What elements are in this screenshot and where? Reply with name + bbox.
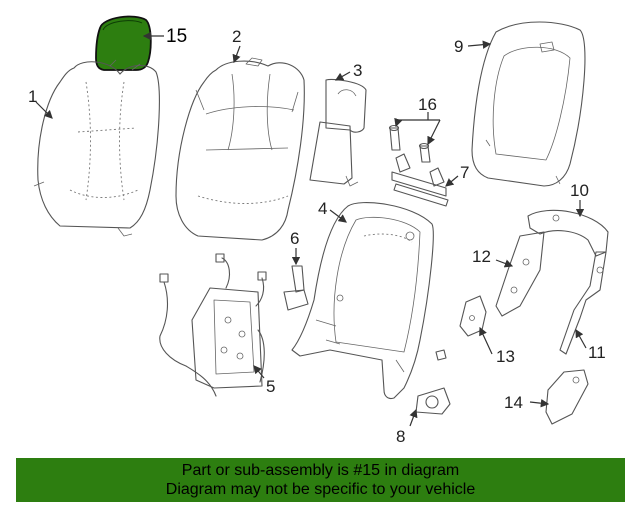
callout-5: 5 [266, 377, 275, 396]
callout-7: 7 [460, 163, 469, 182]
part-2-backrest-foam [175, 57, 305, 241]
notice-line-disclaimer: Diagram may not be specific to your vehi… [165, 481, 476, 498]
part-9-back-panel [471, 21, 586, 187]
leader-lines [35, 31, 587, 427]
part-14-bracket [545, 369, 589, 425]
callout-4: 4 [318, 199, 327, 218]
part-6-clip [283, 265, 309, 311]
part-10-side-frame [527, 209, 609, 355]
part-8-bushing [415, 349, 451, 415]
callout-13: 13 [496, 347, 515, 366]
part-15-headrest[interactable] [95, 15, 152, 71]
part-5-wiring-harness [159, 253, 267, 397]
callout-8: 8 [396, 427, 405, 446]
callout-6: 6 [290, 229, 299, 248]
notice-line-part: Part or sub-assembly is #15 in diagram [181, 462, 460, 479]
part-1-backrest-cover [33, 59, 160, 237]
part-16-guide-pins [388, 124, 431, 163]
highlight-notice-banner: Part or sub-assembly is #15 in diagram D… [16, 458, 625, 502]
callout-11: 11 [588, 343, 606, 362]
part-7-bracket [391, 153, 449, 207]
callout-14: 14 [504, 393, 523, 412]
callout-3: 3 [353, 61, 362, 80]
callout-15: 15 [166, 26, 187, 47]
part-13-mount-plate [459, 295, 487, 337]
part-3-lumbar-pad [309, 78, 367, 187]
callout-2: 2 [232, 27, 241, 46]
callout-1: 1 [28, 87, 37, 106]
part-12-bracket [495, 231, 545, 317]
callout-10: 10 [570, 181, 589, 200]
part-4-backrest-frame [291, 202, 434, 400]
callout-12: 12 [472, 247, 491, 266]
callout-16: 16 [418, 95, 437, 114]
callout-9: 9 [454, 37, 463, 56]
parts-diagram: 1 2 3 4 5 6 7 8 9 10 11 12 13 14 15 16 [28, 15, 609, 446]
